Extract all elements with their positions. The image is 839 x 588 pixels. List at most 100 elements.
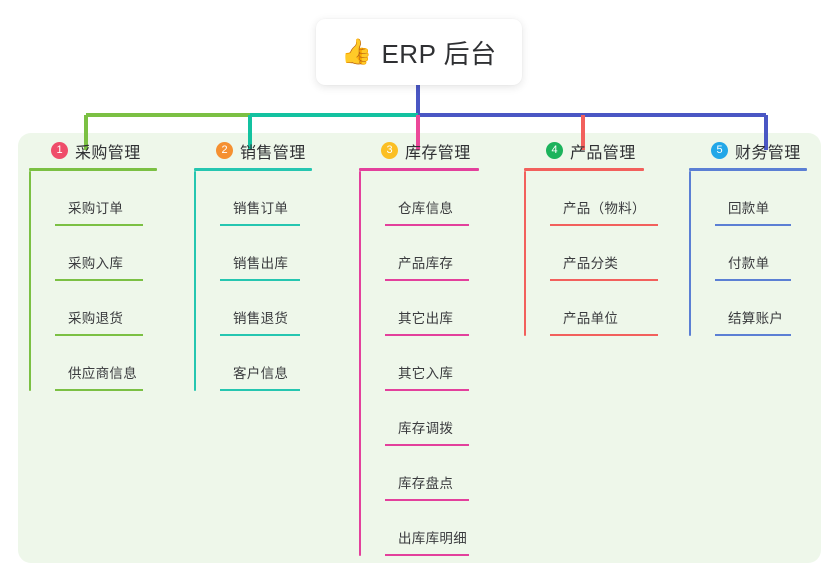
item-underline bbox=[385, 334, 469, 336]
column-items-finance: 回款单付款单结算账户 bbox=[689, 171, 807, 336]
list-item[interactable]: 采购入库 bbox=[55, 226, 157, 281]
column-header-sales[interactable]: 2 销售管理 bbox=[190, 133, 312, 168]
list-item[interactable]: 产品（物料） bbox=[550, 171, 658, 226]
column-title-purchase: 采购管理 bbox=[75, 144, 141, 162]
column-inventory: 3 库存管理仓库信息产品库存其它出库其它入库库存调拨库存盘点出库库明细 bbox=[355, 133, 479, 556]
list-item[interactable]: 产品库存 bbox=[385, 226, 479, 281]
column-underline-finance bbox=[689, 168, 807, 171]
item-label-inventory-3: 其它入库 bbox=[398, 366, 454, 381]
column-items-product: 产品（物料） 产品分类产品单位 bbox=[524, 171, 658, 336]
list-item[interactable]: 结算账户 bbox=[715, 281, 807, 336]
item-underline bbox=[220, 334, 300, 336]
column-trunk-purchase bbox=[29, 171, 31, 391]
item-label-purchase-2: 采购退货 bbox=[68, 311, 124, 326]
root-node[interactable]: 👍 ERP 后台 bbox=[316, 19, 522, 85]
column-product: 4 产品管理产品（物料） 产品分类产品单位 bbox=[520, 133, 658, 336]
list-item[interactable]: 仓库信息 bbox=[385, 171, 479, 226]
columns-container: 1 采购管理采购订单采购入库采购退货供应商信息 2 销售管理销售订单销售出库销售退货客… bbox=[18, 133, 821, 563]
column-badge-sales: 2 bbox=[216, 142, 233, 159]
item-label-finance-1: 付款单 bbox=[728, 256, 770, 271]
column-underline-purchase bbox=[29, 168, 157, 171]
column-items-sales: 销售订单销售出库销售退货客户信息 bbox=[194, 171, 312, 391]
column-title-inventory: 库存管理 bbox=[405, 144, 471, 162]
list-item[interactable]: 产品单位 bbox=[550, 281, 658, 336]
item-label-purchase-1: 采购入库 bbox=[68, 256, 124, 271]
item-label-sales-0: 销售订单 bbox=[233, 201, 289, 216]
column-header-product[interactable]: 4 产品管理 bbox=[520, 133, 644, 168]
column-title-product: 产品管理 bbox=[570, 144, 636, 162]
item-underline bbox=[385, 499, 469, 501]
item-underline bbox=[715, 224, 791, 226]
item-underline bbox=[55, 334, 143, 336]
column-header-inventory[interactable]: 3 库存管理 bbox=[355, 133, 479, 168]
item-label-sales-2: 销售退货 bbox=[233, 311, 289, 326]
column-items-inventory: 仓库信息产品库存其它出库其它入库库存调拨库存盘点出库库明细 bbox=[359, 171, 479, 556]
list-item[interactable]: 出库库明细 bbox=[385, 501, 479, 556]
column-badge-inventory: 3 bbox=[381, 142, 398, 159]
item-underline bbox=[385, 224, 469, 226]
column-badge-purchase: 1 bbox=[51, 142, 68, 159]
column-purchase: 1 采购管理采购订单采购入库采购退货供应商信息 bbox=[25, 133, 157, 391]
column-underline-sales bbox=[194, 168, 312, 171]
item-label-purchase-3: 供应商信息 bbox=[68, 366, 137, 381]
item-underline bbox=[385, 444, 469, 446]
thumbs-up-icon: 👍 bbox=[341, 37, 373, 66]
item-label-inventory-5: 库存盘点 bbox=[398, 476, 454, 491]
item-label-inventory-2: 其它出库 bbox=[398, 311, 454, 326]
column-trunk-sales bbox=[194, 171, 196, 391]
column-trunk-finance bbox=[689, 171, 691, 336]
item-label-sales-1: 销售出库 bbox=[233, 256, 289, 271]
content-panel bbox=[18, 133, 821, 563]
item-underline bbox=[220, 389, 300, 391]
list-item[interactable]: 供应商信息 bbox=[55, 336, 157, 391]
list-item[interactable]: 其它出库 bbox=[385, 281, 479, 336]
column-trunk-product bbox=[524, 171, 526, 336]
item-label-inventory-1: 产品库存 bbox=[398, 256, 454, 271]
item-underline bbox=[550, 334, 658, 336]
list-item[interactable]: 客户信息 bbox=[220, 336, 312, 391]
list-item[interactable]: 销售退货 bbox=[220, 281, 312, 336]
list-item[interactable]: 其它入库 bbox=[385, 336, 479, 391]
item-underline bbox=[715, 279, 791, 281]
list-item[interactable]: 产品分类 bbox=[550, 226, 658, 281]
item-underline bbox=[220, 279, 300, 281]
list-item[interactable]: 采购退货 bbox=[55, 281, 157, 336]
column-title-sales: 销售管理 bbox=[240, 144, 306, 162]
list-item[interactable]: 采购订单 bbox=[55, 171, 157, 226]
item-label-inventory-0: 仓库信息 bbox=[398, 201, 454, 216]
item-label-finance-2: 结算账户 bbox=[728, 311, 784, 326]
item-underline bbox=[55, 279, 143, 281]
list-item[interactable]: 回款单 bbox=[715, 171, 807, 226]
item-underline bbox=[220, 224, 300, 226]
column-underline-product bbox=[524, 168, 644, 171]
item-underline bbox=[385, 554, 469, 556]
column-badge-product: 4 bbox=[546, 142, 563, 159]
item-underline bbox=[715, 334, 791, 336]
item-underline bbox=[550, 224, 658, 226]
column-underline-inventory bbox=[359, 168, 479, 171]
list-item[interactable]: 付款单 bbox=[715, 226, 807, 281]
list-item[interactable]: 库存盘点 bbox=[385, 446, 479, 501]
item-label-purchase-0: 采购订单 bbox=[68, 201, 124, 216]
list-item[interactable]: 销售订单 bbox=[220, 171, 312, 226]
column-badge-finance: 5 bbox=[711, 142, 728, 159]
column-trunk-inventory bbox=[359, 171, 361, 556]
item-label-product-0: 产品（物料） bbox=[563, 201, 646, 216]
item-underline bbox=[385, 279, 469, 281]
item-label-inventory-6: 出库库明细 bbox=[398, 531, 467, 546]
item-label-product-2: 产品单位 bbox=[563, 311, 619, 326]
column-sales: 2 销售管理销售订单销售出库销售退货客户信息 bbox=[190, 133, 312, 391]
item-underline bbox=[55, 224, 143, 226]
column-header-purchase[interactable]: 1 采购管理 bbox=[25, 133, 157, 168]
item-label-sales-3: 客户信息 bbox=[233, 366, 289, 381]
item-label-inventory-4: 库存调拨 bbox=[398, 421, 454, 436]
root-title: ERP 后台 bbox=[381, 38, 497, 69]
item-label-product-1: 产品分类 bbox=[563, 256, 619, 271]
list-item[interactable]: 库存调拨 bbox=[385, 391, 479, 446]
list-item[interactable]: 销售出库 bbox=[220, 226, 312, 281]
item-underline bbox=[55, 389, 143, 391]
item-label-finance-0: 回款单 bbox=[728, 201, 770, 216]
